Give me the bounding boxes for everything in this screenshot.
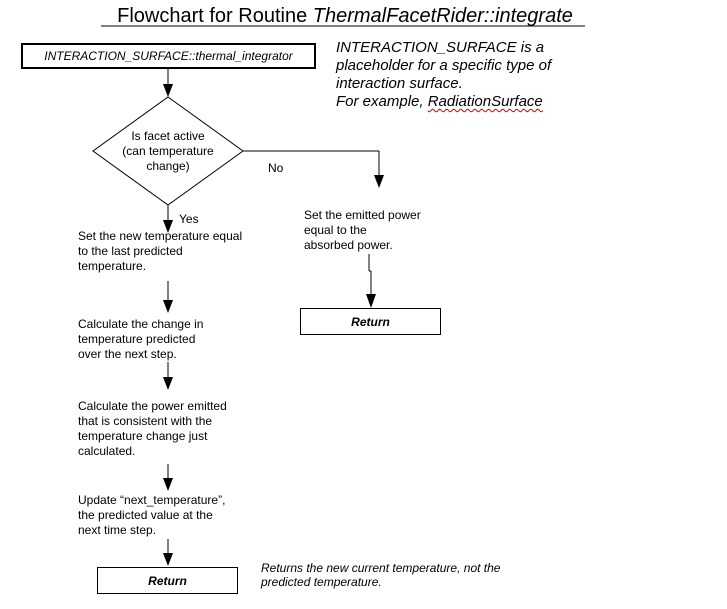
arrowhead-step4 — [163, 478, 173, 491]
step-update-next: Update “next_temperature”, the predicted… — [78, 493, 226, 537]
step-set-temperature: Set the new temperature equal to the las… — [78, 229, 243, 273]
return-note: Returns the new current temperature, not… — [261, 561, 561, 589]
branch-no-label: No — [268, 161, 284, 175]
placeholder-note: INTERACTION_SURFACE is a placeholder for… — [336, 39, 666, 111]
branch-yes-label: Yes — [179, 212, 199, 226]
arrowhead-step3 — [163, 377, 173, 390]
return-box-bottom: Return — [97, 567, 238, 594]
start-box-label: INTERACTION_SURFACE::thermal_integrator — [44, 49, 293, 63]
step-set-emitted: Set the emitted power equal to the absor… — [304, 208, 421, 252]
start-box: INTERACTION_SURFACE::thermal_integrator — [21, 43, 316, 69]
arrowhead-no — [374, 175, 384, 188]
decision-line-2: (can temperature — [122, 144, 214, 158]
step-calc-power: Calculate the power emitted that is cons… — [78, 399, 227, 458]
note-line-2: placeholder for a specific type of — [336, 57, 552, 74]
return-note-line-1: Returns the new current temperature, not… — [261, 561, 501, 575]
arrowhead-step2 — [163, 300, 173, 313]
title-prefix: Flowchart for Routine — [117, 5, 313, 27]
note-line-1: INTERACTION_SURFACE is a — [336, 39, 545, 56]
arrowhead-bottom-return — [163, 553, 173, 566]
step-calc-change: Calculate the change in temperature pred… — [78, 317, 204, 361]
decision-line-3: change) — [146, 159, 190, 173]
decision-label: Is facet active (can temperature change) — [108, 129, 228, 174]
return-right-label: Return — [351, 314, 390, 329]
arrowhead-right-return — [366, 294, 376, 308]
page-title: Flowchart for Routine ThermalFacetRider:… — [0, 5, 690, 28]
return-box-right: Return — [300, 308, 441, 335]
title-routine: ThermalFacetRider::integrate — [312, 5, 573, 27]
note-line-4: For example, RadiationSurface — [336, 93, 666, 111]
note-line-3: interaction surface. — [336, 75, 463, 92]
note-example-name: RadiationSurface — [427, 93, 543, 110]
return-bottom-label: Return — [148, 573, 187, 588]
note-example-prefix: For example, — [336, 93, 428, 110]
return-note-line-2: predicted temperature. — [261, 575, 382, 589]
arrowhead-yes — [163, 220, 173, 233]
arrowhead-decision — [163, 84, 173, 97]
decision-line-1: Is facet active — [131, 129, 205, 143]
